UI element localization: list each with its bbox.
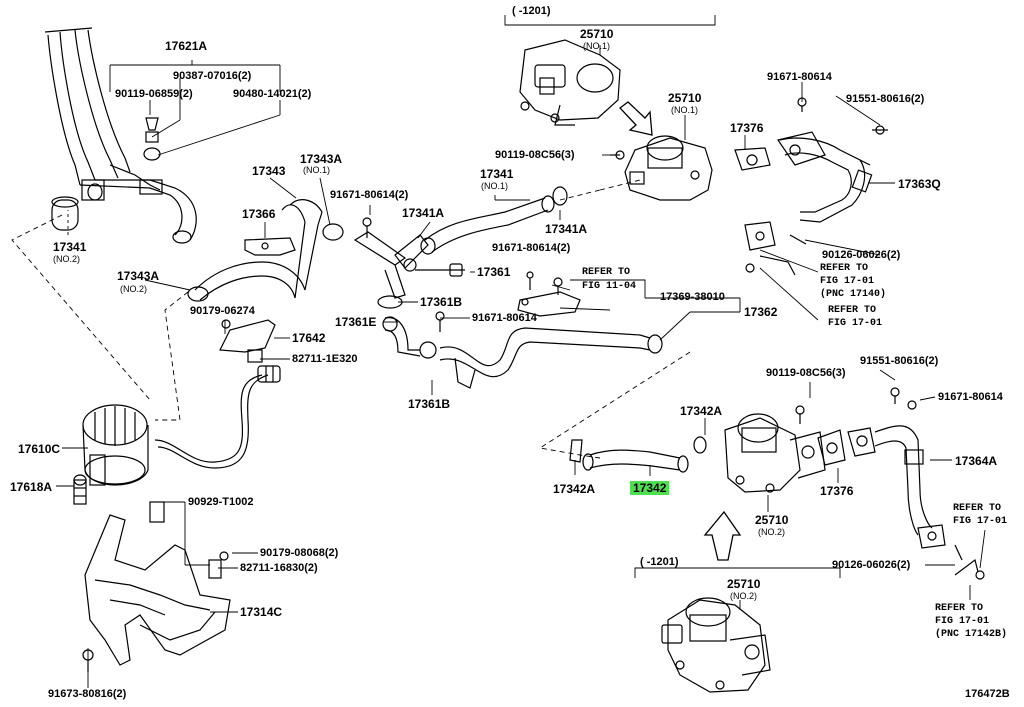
valve-no2-bottom [661,597,771,693]
part-label: (NO.2) [53,254,80,264]
refer-label: FIG 17-01 [820,276,875,287]
left-hose-assembly [44,27,197,244]
part-label: 17363Q [898,177,941,191]
part-label: 90126-06026(2) [832,559,911,571]
part-label: 91673-80816(2) [48,688,127,700]
part-label: 17364A [955,454,998,468]
refer-label: FIG 17-01 [935,616,990,627]
part-label: 17361B [408,397,451,411]
part-label: 91551-80616(2) [860,355,939,367]
hose-17342 [569,436,707,473]
part-label: 17621A [165,39,208,53]
part-label: 17343A [300,152,343,166]
part-label: 17361 [477,265,511,279]
part-label: 91551-80616(2) [846,93,925,105]
part-label: (NO.2) [758,527,785,537]
part-label: 17341A [545,222,588,236]
part-label: 17343A [117,269,160,283]
part-label: 90119-08C56(3) [495,149,575,161]
part-label: 90119-08C56(3) [766,367,846,379]
direction-arrows [619,101,742,561]
part-label: 25710 [580,27,614,41]
leader-lines [11,15,986,688]
part-label: 90387-07016(2) [173,70,252,82]
valve-no2-right [724,405,826,493]
part-label: 17366 [242,207,276,221]
part-label: 17610C [18,442,61,456]
center-hose-assembly [353,186,663,389]
part-label: 17369-38010 [660,291,725,303]
refer-label: REFER TO [820,263,869,274]
part-label: 90119-06859(2) [115,88,193,100]
part-label: 17618A [10,480,53,494]
part-label: 82711-1E320 [292,353,358,365]
part-label: 17342A [553,482,596,496]
refer-label: FIG 17-01 [953,516,1008,527]
refer-label: (PNC 17142B) [935,629,1008,640]
part-label-highlighted: 17342 [630,481,670,495]
range-label: ( -1201) [640,556,679,568]
range-label: ( -1201) [512,5,551,17]
valve-no1-right [610,135,713,201]
right-mid-pipe [817,387,985,580]
mount-bracket [82,501,231,672]
refer-label: REFER TO [828,305,877,316]
part-label: 91671-80614 [767,71,832,83]
refer-label: REFER TO [582,267,631,278]
right-top-pipe [734,97,888,276]
part-label: 17376 [730,121,764,135]
part-label: 17376 [820,484,854,498]
part-label: 17343 [252,164,286,178]
part-label: 90179-08068(2) [260,547,339,559]
refer-label: FIG 17-01 [828,318,883,329]
part-label: 91671-80614(2) [330,189,409,201]
part-label: 17314C [240,605,283,619]
valve-no1-top [519,39,621,126]
figure-number: 176472B [965,688,1010,700]
part-label: 17341A [402,206,445,220]
part-label: 25710 [668,91,702,105]
part-label: 25710 [755,513,789,527]
left-curved-hose [154,199,344,469]
part-label: 91671-80614 [938,391,1003,403]
part-label: 82711-16830(2) [240,562,318,574]
part-label: 17341 [53,240,87,254]
part-label: (NO.1) [303,165,330,175]
refer-label: REFER TO [935,603,984,614]
part-label: (NO.1) [583,41,610,51]
part-label: 17361B [420,295,463,309]
part-label: 90929-T1002 [188,496,254,508]
part-label: 25710 [727,577,761,591]
part-label: 17362 [744,305,778,319]
part-label: 91671-80614(2) [492,242,571,254]
part-label: (NO.1) [671,105,698,115]
part-label: 91671-80614 [472,312,537,324]
part-label: 90480-14021(2) [233,88,312,100]
refer-label: REFER TO [953,503,1002,514]
part-label: (NO.2) [120,284,147,294]
part-label: 17341 [480,167,514,181]
part-label: 17361E [335,315,377,329]
part-label: 90126-06026(2) [822,249,901,261]
part-label: (NO.1) [481,181,508,191]
part-label: 17342A [680,404,723,418]
part-label: 90179-06274 [190,305,255,317]
refer-label: (PNC 17140) [820,289,887,300]
refer-label: FIG 11-04 [582,281,637,292]
part-label: (NO.2) [730,591,757,601]
air-pump [73,404,149,505]
part-label: 17642 [292,331,326,345]
